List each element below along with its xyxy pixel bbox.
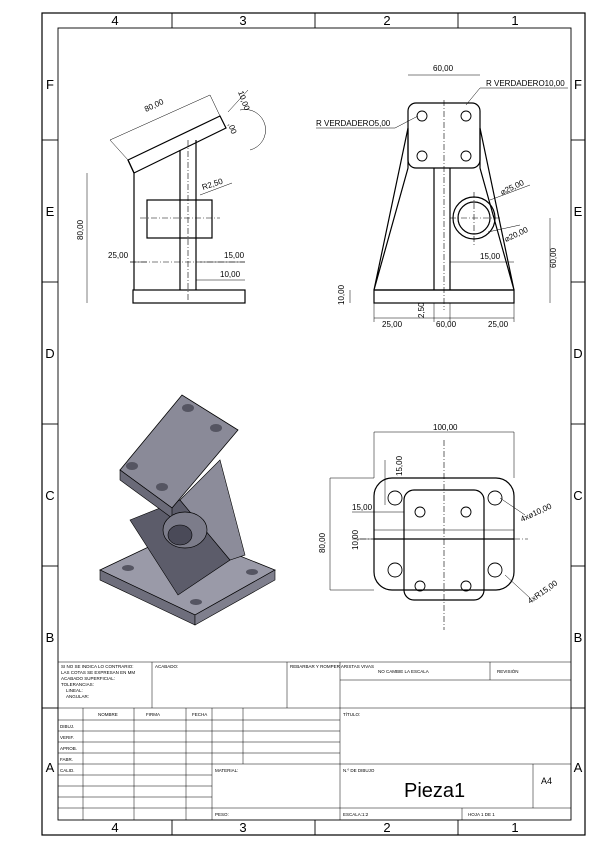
tb-weight-label: PESO: [215, 812, 229, 817]
tb-revision-label: REVISIÓN [497, 668, 519, 674]
tb-finish-label: ACABADO: [155, 664, 178, 669]
tb-note-2: LAS COTAS SE EXPRESAN EN MM [61, 670, 135, 675]
front-dim-25-right: 25,00 [488, 320, 509, 329]
inner-border [57, 27, 572, 821]
side-dim-angle: ,00 [226, 122, 238, 136]
tb-sheet-size: A4 [541, 776, 552, 786]
top-dim-4x-r15: 4xR15,00 [526, 578, 560, 605]
zone-col-4-bottom: 4 [111, 820, 118, 835]
zone-row-c-left: C [45, 488, 54, 503]
zone-row-b-left: B [46, 630, 55, 645]
front-dim-25-left: 25,00 [382, 320, 403, 329]
front-dim-r-verdadero-10: R VERDADERO10,00 [486, 79, 565, 88]
title-block-grid [58, 661, 571, 820]
front-dim-60-height: 60,00 [549, 247, 558, 268]
front-dim-15: 15,00 [480, 252, 501, 261]
tb-sheet-label: HOJA 1 DE 1 [468, 812, 495, 817]
side-dim-80-height: 80,00 [76, 219, 85, 240]
zone-col-2-top: 2 [383, 13, 390, 28]
tb-drawing-no-label: N.º DE DIBUJO [343, 768, 375, 773]
zone-ticks [42, 13, 585, 835]
zone-row-c-right: C [573, 488, 582, 503]
top-dim-100: 100,00 [433, 423, 458, 432]
front-view [316, 74, 568, 322]
top-dim-15-horizontal: 15,00 [352, 503, 373, 512]
tb-row-fabr: FABR. [60, 757, 73, 762]
tb-note-5: LINEAL: [66, 688, 83, 693]
top-dim-4x-dia-10: 4x⌀10,00 [519, 501, 553, 523]
zone-col-3-top: 3 [239, 13, 246, 28]
front-dim-60-top: 60,00 [433, 64, 454, 73]
tb-material-label: MATERIAL: [215, 768, 238, 773]
tb-note-6: ANGULAR: [66, 694, 89, 699]
top-dim-10: 10,00 [351, 529, 360, 550]
tb-part-name: Pieza1 [404, 780, 465, 802]
front-dim-10-base: 10,00 [337, 284, 346, 305]
outer-border [41, 12, 586, 836]
front-dim-60-bottom: 60,00 [436, 320, 457, 329]
top-dim-15-vertical: 15,00 [395, 455, 404, 476]
side-dim-80-inclined: 80,00 [143, 97, 165, 114]
front-dim-r-verdadero-5: R VERDADERO5,00 [316, 119, 391, 128]
zone-row-f-left: F [46, 77, 54, 92]
tb-scale-label: ESCALA:1:2 [343, 812, 369, 817]
tb-note-4: TOLERANCIAS: [61, 682, 94, 687]
side-dim-25: 25,00 [108, 251, 129, 260]
tb-note-1: SI NO SE INDICA LO CONTRARIO: [61, 664, 134, 669]
zone-col-1-top: 1 [511, 13, 518, 28]
tb-row-dibuj: DIBUJ. [60, 724, 74, 729]
zone-row-a-right: A [574, 760, 583, 775]
zone-col-3-bottom: 3 [239, 820, 246, 835]
tb-note-3: ACABADO SUPERFICIAL: [61, 676, 115, 681]
zone-col-4-top: 4 [111, 13, 118, 28]
side-dim-15: 15,00 [224, 251, 245, 260]
zone-row-a-left: A [46, 760, 55, 775]
front-dim-2-5: 2,50 [417, 302, 426, 318]
zone-col-1-bottom: 1 [511, 820, 518, 835]
zone-row-e-left: E [46, 204, 55, 219]
tb-no-scale-label: NO CAMBIE LA ESCALA [378, 669, 429, 674]
tb-col-nombre: NOMBRE [98, 712, 118, 717]
front-dim-dia-25: ⌀25,00 [499, 178, 526, 197]
tb-col-fecha: FECHA [192, 712, 207, 717]
top-view [329, 431, 531, 630]
side-dim-10: 10,00 [220, 270, 241, 279]
tb-col-firma: FIRMA [146, 712, 160, 717]
top-dim-80: 80,00 [318, 532, 327, 553]
tb-edges-label: REBARBAR Y ROMPER ARISTAS VIVAS [290, 664, 374, 669]
side-view [86, 89, 266, 304]
tb-row-calid: CALID. [60, 768, 75, 773]
zone-row-d-left: D [45, 346, 54, 361]
zone-row-e-right: E [574, 204, 583, 219]
side-dim-r2-5: R2,50 [201, 177, 225, 192]
zone-row-d-right: D [573, 346, 582, 361]
tb-row-aprob: APROB. [60, 746, 77, 751]
tb-row-verif: VERIF. [60, 735, 74, 740]
zone-row-b-right: B [574, 630, 583, 645]
tb-title-label: TÍTULO: [343, 711, 360, 717]
zone-row-f-right: F [574, 77, 582, 92]
isometric-view [99, 394, 276, 626]
zone-col-2-bottom: 2 [383, 820, 390, 835]
